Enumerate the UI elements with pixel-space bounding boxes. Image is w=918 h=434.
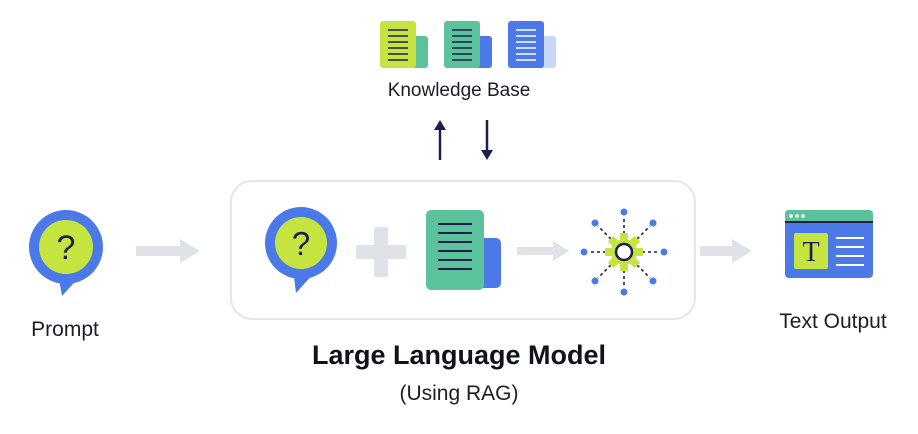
llm-subtitle: (Using RAG) (399, 382, 519, 405)
prompt-glyph: ? (57, 229, 76, 267)
text-output-window-icon: T (785, 210, 873, 278)
kb-exchange-arrows (434, 120, 493, 160)
llm-title: Large Language Model (311, 340, 607, 370)
retrieved-document-icon (426, 210, 501, 290)
arrow-right-icon (517, 241, 569, 261)
knowledge-base-docs (380, 21, 556, 68)
knowledge-base-label: Knowledge Base (387, 80, 531, 101)
plus-icon (356, 227, 406, 277)
kb-doc-lime-icon (380, 21, 428, 68)
kb-doc-blue-icon (508, 21, 556, 68)
prompt-label: Prompt (31, 318, 99, 341)
arrow-right-icon (136, 239, 200, 263)
llm-box (230, 180, 696, 320)
processing-gear-icon (580, 208, 668, 296)
arrow-right-icon (700, 239, 752, 263)
inner-prompt-glyph: ? (292, 225, 310, 262)
kb-doc-green-icon (444, 21, 492, 68)
output-glyph: T (802, 237, 819, 268)
arrow-down-icon (481, 120, 493, 160)
text-output-label: Text Output (779, 310, 887, 333)
prompt-bubble-icon: ? (29, 210, 103, 296)
inner-prompt-bubble-icon: ? (265, 207, 337, 293)
arrow-up-icon (434, 120, 446, 160)
